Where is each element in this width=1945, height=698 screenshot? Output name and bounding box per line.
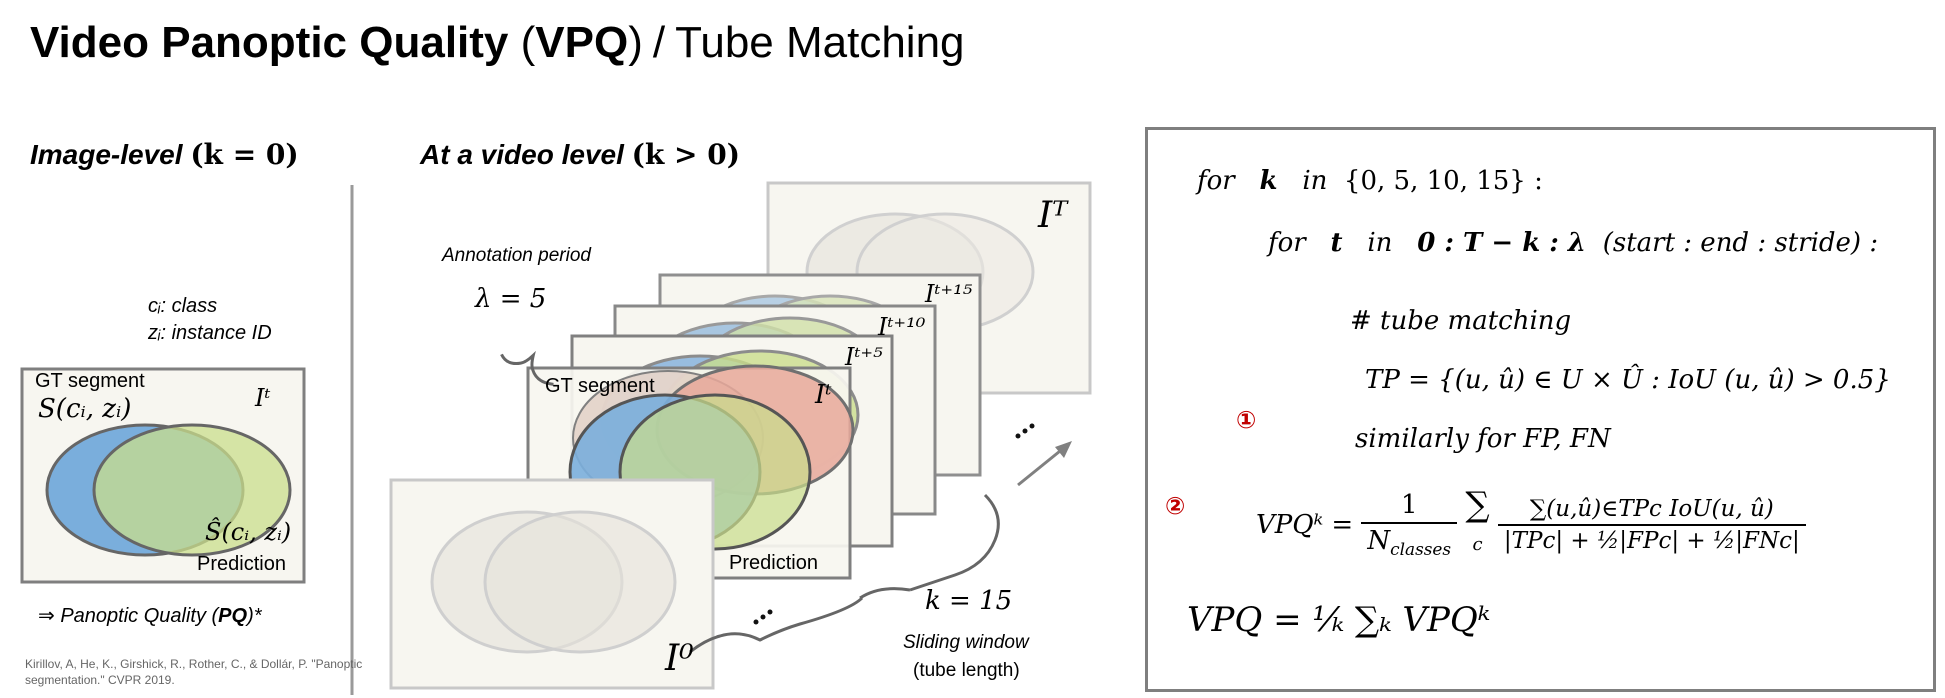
tp-definition: TP = {(u, û) ∈ U × Û : IoU (u, û) > 0.5} <box>1365 365 1891 395</box>
image-level-heading: Image-level (k = 0) <box>30 138 299 171</box>
annotation-period-label: Annotation period <box>442 245 591 266</box>
pq-note: ⇒ Panoptic Quality (PQ)* <box>38 605 262 627</box>
algorithm-box <box>1145 127 1936 692</box>
lambda-label: λ = 5 <box>475 284 547 314</box>
frame-t15-label: Iᵗ⁺¹⁵ <box>925 280 973 308</box>
ellipsis-dots-right <box>1015 423 1035 439</box>
frame-first <box>389 478 715 690</box>
instance-label: zᵢ: instance ID <box>148 322 272 344</box>
video-level-heading: At a video level (k > 0) <box>420 138 740 171</box>
video-prediction-label: Prediction <box>729 552 818 574</box>
frame-t-label: Iᵗ <box>815 380 832 410</box>
image-level-frame <box>20 367 306 584</box>
gt-symbol: S(cᵢ, zᵢ) <box>38 394 132 424</box>
frame-t5-label: Iᵗ⁺⁵ <box>845 343 883 371</box>
video-gt-segment-label: GT segment <box>545 375 655 397</box>
pred-symbol: Ŝ(cᵢ, zᵢ) <box>205 518 292 546</box>
frame-t10-label: Iᵗ⁺¹⁰ <box>878 313 926 341</box>
marker-1: ① <box>1236 407 1257 434</box>
vpqk-formula: VPQᵏ = 1 Nclasses ∑c ∑(u,û)∈TPc IoU(u, û… <box>1256 488 1806 562</box>
similarly-line: similarly for FP, FN <box>1355 424 1611 454</box>
image-frame-label: Iᵗ <box>255 384 271 412</box>
vpqk-sum: ∑c <box>1465 485 1490 555</box>
tube-matching-comment: # tube matching <box>1350 306 1572 336</box>
loop-k-line: for k in {0, 5, 10, 15} : <box>1197 166 1543 196</box>
time-arrow <box>1017 445 1066 487</box>
vpqk-fraction-2: ∑(u,û)∈TPc IoU(u, û) |TPc| + ½|FPc| + ½|… <box>1497 496 1806 554</box>
sliding-window-brace <box>689 596 864 654</box>
sliding-window-label: Sliding window <box>903 632 1029 653</box>
frame-last-label: Iᵀ <box>1038 195 1068 236</box>
ellipsis-dots-bottom <box>753 609 773 625</box>
vpqk-fraction-1: 1 Nclasses <box>1361 490 1458 560</box>
frame-first-label: I⁰ <box>665 638 694 679</box>
gt-segment-label: GT segment <box>35 370 145 392</box>
pred-ellipse <box>92 423 292 557</box>
class-label: cᵢ: class <box>148 295 218 317</box>
annotation-brace <box>500 350 554 386</box>
tube-length-label: (tube length) <box>913 660 1020 681</box>
citation: Kirillov, A, He, K., Girshick, R., Rothe… <box>25 657 363 687</box>
loop-t-line: for t in 0 : T − k : λ (start : end : st… <box>1268 228 1879 258</box>
marker-2: ② <box>1165 493 1186 520</box>
vpq-final-formula: VPQ = ¹⁄ₖ ∑ₖ VPQᵏ <box>1187 600 1491 640</box>
page-title: Video Panoptic Quality (VPQ)/Tube Matchi… <box>30 18 965 67</box>
k-value-label: k = 15 <box>925 586 1013 616</box>
prediction-label: Prediction <box>197 553 286 575</box>
